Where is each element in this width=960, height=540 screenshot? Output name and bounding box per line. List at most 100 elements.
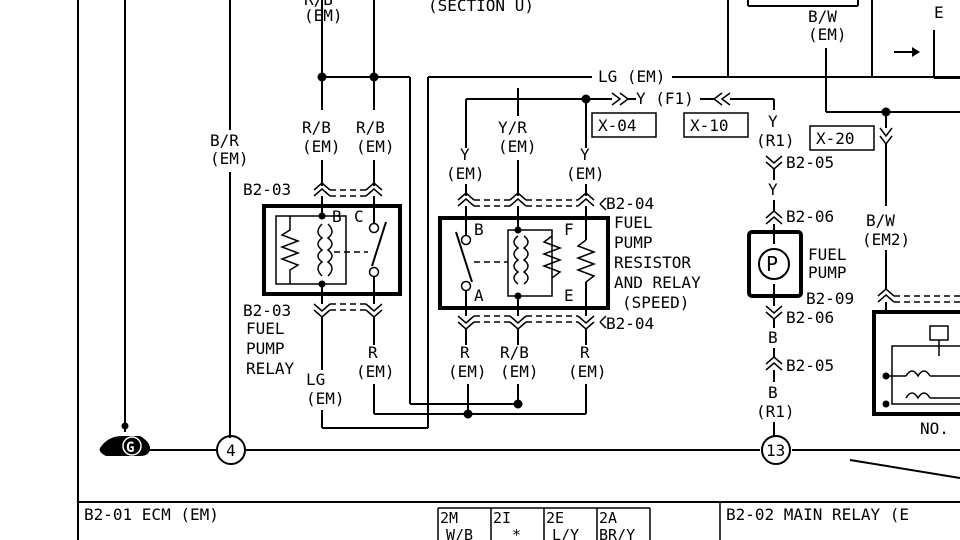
resistor-pin-b-label: B (474, 220, 484, 239)
connector-b2-09 (877, 288, 960, 303)
resistor-r-right-wire-label: R (580, 343, 590, 362)
connector-x-20 (809, 125, 875, 151)
pump-y-r1-label: (R1) (756, 131, 795, 150)
fuel-pump-relay-internals (275, 206, 387, 294)
relay-rb-wire-2-label: R/B (356, 118, 385, 137)
fuel-pump-label-2: PUMP (808, 263, 847, 282)
resistor-relay-label-2: PUMP (614, 233, 653, 252)
fuel-pump-resistor-relay-box (438, 216, 610, 310)
connector-b2-05-top-label: B2-05 (786, 153, 834, 172)
main-relay-no-label: NO. (920, 419, 949, 438)
br-wire-label: B/R (210, 131, 239, 150)
relay-pin-b-label: B (332, 207, 342, 226)
relay-rb-wire-2-em-label: (EM) (356, 137, 395, 156)
resistor-pin-e-label: E (564, 286, 574, 305)
connector-b2-03-bottom (313, 303, 383, 318)
fuel-pump-relay-box (262, 204, 402, 296)
ground-point-13 (761, 435, 791, 465)
lg-em-bottom-label: LG (306, 370, 325, 389)
connector-x-20-arrows (879, 127, 893, 146)
resistor-r-right-wire-em-label: (EM) (568, 362, 607, 381)
lg-em-top-label: LG (EM) (598, 67, 665, 86)
ground-point-4-label: 4 (226, 441, 236, 460)
resistor-y-left-em-label: (EM) (446, 164, 485, 183)
pump-y-mid-label: Y (768, 180, 778, 199)
fuel-pump-label-1: FUEL (808, 245, 847, 264)
connector-b2-06-bottom-label: B2-06 (786, 308, 834, 327)
resistor-yr-label: Y/R (498, 118, 527, 137)
connector-b2-06-top-label: B2-06 (786, 207, 834, 226)
relay-rb-wire-1-label: R/B (302, 118, 331, 137)
fuel-pump-motor (758, 232, 790, 296)
relay-r-wire-em-label: (EM) (356, 362, 395, 381)
resistor-pin-f-label: F (564, 220, 574, 239)
ground-symbol: G (99, 436, 150, 456)
resistor-r-wire-label: R (460, 343, 470, 362)
resistor-y-right-label: Y (580, 145, 590, 164)
pump-b-r1-wire-label: B (768, 383, 778, 402)
connector-y-f1-left (611, 92, 630, 106)
fuel-pump-symbol-p: P (766, 252, 778, 276)
fuel-pump-relay-label-2: PUMP (246, 339, 285, 358)
pump-b-r1-label: (R1) (756, 402, 795, 421)
resistor-r-wire-em-label: (EM) (448, 362, 487, 381)
connector-b2-04-bottom (457, 315, 607, 330)
section-u-label: (SECTION U) (428, 0, 534, 15)
bw-em2-label: B/W (866, 211, 895, 230)
ecm-pin-2a: 2A (599, 509, 617, 527)
top-rb-label: R/B (304, 0, 333, 9)
connector-b2-03-top (313, 182, 383, 197)
connector-b2-04-top (457, 192, 607, 211)
connector-x-10 (683, 112, 749, 138)
relay-rb-wire-1-em-label: (EM) (302, 137, 341, 156)
connector-b2-06-bottom (765, 305, 783, 320)
ecm-pin-2i: 2I (493, 509, 511, 527)
resistor-relay-label-5: (SPEED) (622, 293, 689, 312)
connector-b2-03-top-label: B2-03 (243, 180, 291, 199)
fuel-pump-relay-label-1: FUEL (246, 319, 285, 338)
top-bw-label: B/W (808, 7, 837, 26)
y-f1-label: Y (F1) (636, 89, 694, 108)
ground-g-label: G (126, 440, 134, 456)
ecm-pin-2m-color: W/B (446, 526, 473, 540)
connector-x-04 (591, 112, 657, 138)
fuel-pump-resistor-relay-internals (455, 218, 597, 308)
connector-b2-04-top-label: B2-04 (606, 194, 654, 213)
resistor-y-left-label: Y (460, 145, 470, 164)
ground-point-4 (216, 435, 246, 465)
ecm-pin-2e-color: L/Y (552, 526, 579, 540)
resistor-relay-label-4: AND RELAY (614, 273, 701, 292)
bw-em2-em-label: (EM2) (862, 230, 910, 249)
connector-b2-06-top (765, 210, 783, 225)
resistor-relay-label-3: RESISTOR (614, 253, 691, 272)
pump-b-mid-label: B (768, 328, 778, 347)
connector-y-f1-right (712, 92, 731, 106)
top-right-e-label: E (934, 3, 944, 22)
connector-b2-05-bottom (765, 356, 783, 371)
main-relay-internals (882, 325, 960, 408)
connector-x-04-label: X-04 (598, 116, 637, 135)
connector-b2-05-bottom-label: B2-05 (786, 356, 834, 375)
ecm-pin-2e: 2E (546, 509, 564, 527)
resistor-rb-wire-label: R/B (500, 343, 529, 362)
relay-pin-c-label: C (354, 207, 364, 226)
connector-b2-03-bottom-label: B2-03 (243, 301, 291, 320)
resistor-rb-wire-em-label: (EM) (500, 362, 539, 381)
connector-x-20-label: X-20 (816, 129, 855, 148)
top-bw-em-label: (EM) (808, 25, 847, 44)
connector-b2-05-top (765, 155, 783, 170)
main-relay-box (872, 310, 960, 416)
ecm-pin-2a-color: BR/Y (599, 526, 635, 540)
lg-em-bottom-em-label: (EM) (306, 389, 345, 408)
resistor-relay-label-1: FUEL (614, 213, 653, 232)
br-wire-em-label: (EM) (210, 149, 249, 168)
main-relay-connector-title: B2-02 MAIN RELAY (E (726, 505, 909, 524)
ecm-pin-table (437, 507, 651, 540)
connector-b2-04-bottom-label: B2-04 (606, 314, 654, 333)
pump-y-wire-label: Y (768, 112, 778, 131)
connector-b2-09-label: B2-09 (806, 289, 854, 308)
relay-r-wire-label: R (368, 343, 378, 362)
resistor-y-right-em-label: (EM) (566, 164, 605, 183)
top-rb-em-label: (EM) (304, 6, 343, 25)
resistor-yr-em-label: (EM) (498, 137, 537, 156)
